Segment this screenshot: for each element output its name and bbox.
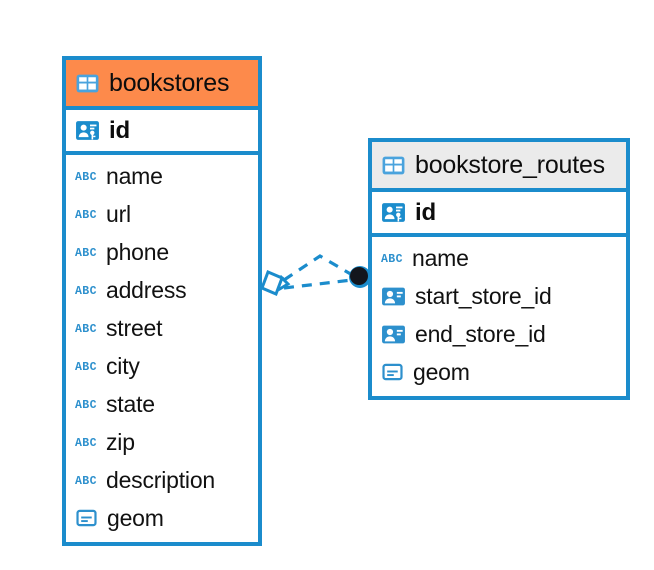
field-row-primary-key[interactable]: id — [66, 110, 258, 155]
field-row-phone[interactable]: ABC phone — [66, 233, 258, 271]
field-row-description[interactable]: ABC description — [66, 461, 258, 499]
field-row-name[interactable]: ABC name — [66, 157, 258, 195]
field-row-name[interactable]: ABC name — [372, 239, 626, 277]
foreign-key-icon — [381, 284, 406, 309]
svg-text:ABC: ABC — [75, 171, 97, 184]
svg-text:ABC: ABC — [75, 285, 97, 298]
field-label: name — [106, 162, 163, 189]
text-abc-icon: ABC — [75, 358, 97, 374]
fields-list-bookstore-routes: ABC name start_store_id — [372, 237, 626, 395]
field-label: zip — [106, 428, 135, 455]
field-label: name — [412, 244, 469, 271]
text-abc-icon: ABC — [75, 282, 97, 298]
svg-text:ABC: ABC — [75, 475, 97, 488]
svg-text:ABC: ABC — [75, 437, 97, 450]
field-label: start_store_id — [415, 282, 552, 309]
text-abc-icon: ABC — [75, 168, 97, 184]
field-label: id — [415, 198, 436, 226]
svg-text:ABC: ABC — [381, 253, 403, 266]
text-abc-icon: ABC — [75, 206, 97, 222]
field-label: end_store_id — [415, 320, 546, 347]
field-label: description — [106, 466, 216, 493]
field-label: geom — [413, 358, 470, 385]
table-icon — [381, 153, 406, 178]
svg-text:ABC: ABC — [75, 323, 97, 336]
text-abc-icon: ABC — [75, 320, 97, 336]
table-icon — [75, 71, 100, 96]
text-abc-icon: ABC — [75, 244, 97, 260]
field-label: state — [106, 390, 155, 417]
field-row-end-store-id[interactable]: end_store_id — [372, 315, 626, 353]
field-row-zip[interactable]: ABC zip — [66, 423, 258, 461]
field-row-state[interactable]: ABC state — [66, 385, 258, 423]
field-label: street — [106, 314, 163, 341]
field-label: url — [106, 200, 131, 227]
field-row-address[interactable]: ABC address — [66, 271, 258, 309]
field-row-start-store-id[interactable]: start_store_id — [372, 277, 626, 315]
text-abc-icon: ABC — [75, 396, 97, 412]
svg-text:ABC: ABC — [75, 209, 97, 222]
field-label: city — [106, 352, 140, 379]
svg-text:ABC: ABC — [75, 399, 97, 412]
primary-key-icon — [75, 118, 100, 143]
svg-text:ABC: ABC — [75, 361, 97, 374]
diamond-endpoint[interactable] — [260, 270, 291, 296]
field-label: address — [106, 276, 187, 303]
foreign-key-icon — [381, 322, 406, 347]
text-abc-icon: ABC — [75, 434, 97, 450]
geometry-icon — [381, 361, 404, 383]
field-label: id — [109, 116, 130, 144]
text-abc-icon: ABC — [75, 472, 97, 488]
field-label: geom — [107, 504, 164, 531]
entity-bookstores[interactable]: bookstores id — [62, 56, 262, 546]
field-row-geom[interactable]: geom — [66, 499, 258, 537]
entity-header-bookstores[interactable]: bookstores — [66, 60, 258, 110]
entity-name-label: bookstores — [109, 68, 230, 97]
entity-header-bookstore-routes[interactable]: bookstore_routes — [372, 142, 626, 192]
field-label: phone — [106, 238, 169, 265]
fields-list-bookstores: ABC name ABC url ABC pho — [66, 155, 258, 541]
field-row-city[interactable]: ABC city — [66, 347, 258, 385]
field-row-primary-key[interactable]: id — [372, 192, 626, 237]
text-abc-icon: ABC — [381, 250, 403, 266]
entity-bookstore-routes[interactable]: bookstore_routes id — [368, 138, 630, 400]
geometry-icon — [75, 507, 98, 529]
entity-name-label: bookstore_routes — [415, 150, 605, 179]
svg-text:ABC: ABC — [75, 247, 97, 260]
relationship-line-upper — [283, 254, 355, 282]
primary-key-icon — [381, 200, 406, 225]
field-row-street[interactable]: ABC street — [66, 309, 258, 347]
field-row-url[interactable]: ABC url — [66, 195, 258, 233]
relationship-line-lower — [283, 278, 353, 290]
field-row-geom[interactable]: geom — [372, 353, 626, 391]
